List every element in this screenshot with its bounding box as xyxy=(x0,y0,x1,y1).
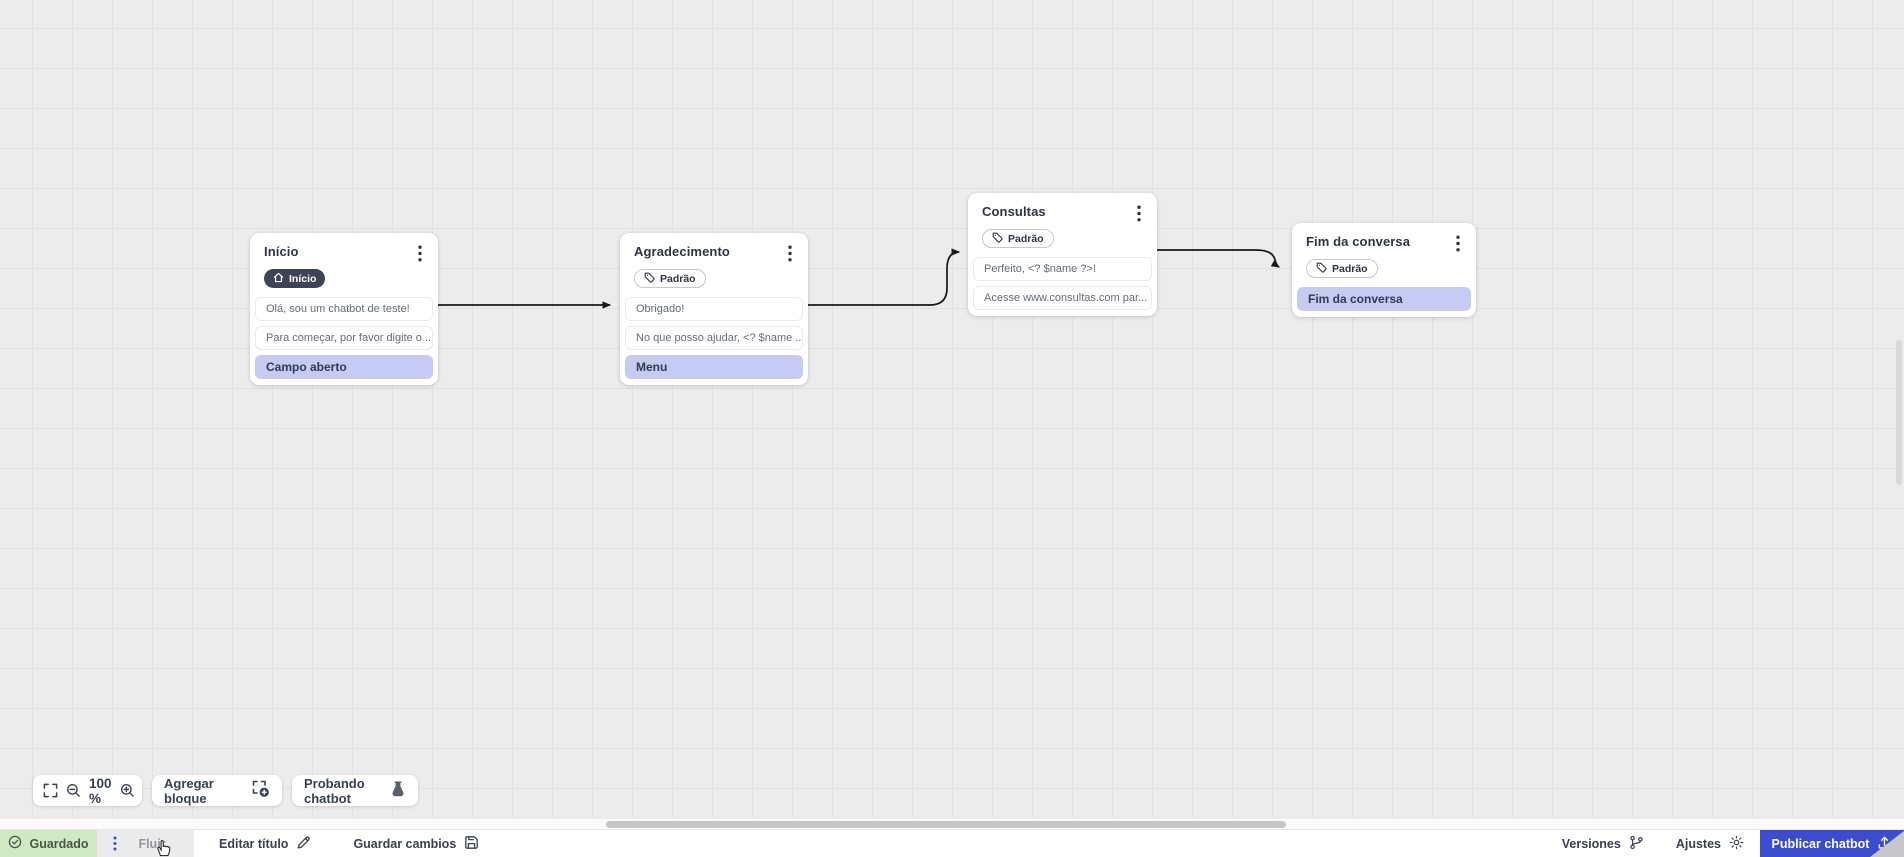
node-title: Consultas xyxy=(982,204,1046,219)
save-changes-button[interactable]: Guardar cambios xyxy=(341,830,491,857)
node-title: Início xyxy=(264,244,299,259)
node-menu-icon[interactable] xyxy=(415,244,425,263)
zoom-out-icon[interactable] xyxy=(66,783,81,798)
tag-icon xyxy=(644,272,655,286)
versions-button[interactable]: Versiones xyxy=(1546,830,1660,857)
node-message[interactable]: No que posso ajudar, <? $name ... xyxy=(625,326,803,350)
check-circle-icon xyxy=(8,835,22,852)
flow-name-label: Fluir xyxy=(138,836,166,851)
node-message[interactable]: Olá, sou um chatbot de teste! xyxy=(255,297,433,321)
horizontal-scrollbar-thumb[interactable] xyxy=(606,821,1286,828)
flow-node-fim[interactable]: Fim da conversa Padrão Fim da conversa xyxy=(1292,223,1476,317)
node-message[interactable]: Perfeito, <? $name ?>! xyxy=(973,257,1152,281)
type-badge: Padrão xyxy=(634,269,706,288)
node-message[interactable]: Obrigado! xyxy=(625,297,803,321)
test-chatbot-button[interactable]: Probando chatbot xyxy=(292,775,418,806)
flow-tab[interactable]: Fluir xyxy=(97,830,194,857)
node-header: Agradecimento xyxy=(625,244,803,263)
status-bar: Guardado Fluir Editar título Guardar cam… xyxy=(0,829,1904,857)
saved-status: Guardado xyxy=(0,830,97,857)
node-action-open-field[interactable]: Campo aberto xyxy=(255,355,433,379)
zoom-in-icon[interactable] xyxy=(120,783,135,798)
node-menu-icon[interactable] xyxy=(1134,204,1144,223)
node-menu-icon[interactable] xyxy=(785,244,795,263)
node-title: Fim da conversa xyxy=(1306,234,1411,249)
add-block-icon xyxy=(252,780,270,801)
gear-icon xyxy=(1729,835,1744,853)
save-icon xyxy=(464,835,479,853)
node-action-end[interactable]: Fim da conversa xyxy=(1297,287,1471,311)
canvas-zoom-controls: 100 % xyxy=(33,775,142,806)
flow-menu-icon[interactable] xyxy=(110,835,120,852)
tag-icon xyxy=(992,232,1003,246)
type-badge: Padrão xyxy=(982,229,1054,248)
node-action-menu[interactable]: Menu xyxy=(625,355,803,379)
zoom-level-value: 100 % xyxy=(89,775,112,806)
flow-node-consultas[interactable]: Consultas Padrão Perfeito, <? $name ?>! … xyxy=(968,193,1157,316)
start-badge: Início xyxy=(264,269,326,288)
flow-node-agradecimento[interactable]: Agradecimento Padrão Obrigado! No que po… xyxy=(620,233,808,385)
saved-label: Guardado xyxy=(29,836,89,851)
node-message[interactable]: Acesse www.consultas.com par... xyxy=(973,286,1152,310)
type-badge: Padrão xyxy=(1306,259,1378,278)
tag-icon xyxy=(1316,262,1327,276)
add-block-button[interactable]: Agregar bloque xyxy=(152,775,282,806)
fit-screen-icon[interactable] xyxy=(43,783,58,798)
node-message[interactable]: Para começar, por favor digite o ... xyxy=(255,326,433,350)
node-header: Consultas xyxy=(973,204,1152,223)
flask-icon xyxy=(390,781,406,800)
branch-icon xyxy=(1629,835,1644,853)
node-title: Agradecimento xyxy=(634,244,730,259)
horizontal-scrollbar-track[interactable] xyxy=(0,818,1904,829)
node-menu-icon[interactable] xyxy=(1453,234,1463,253)
home-icon xyxy=(273,272,284,286)
node-header: Fim da conversa xyxy=(1297,234,1471,253)
window-corner xyxy=(1870,831,1904,857)
pencil-icon xyxy=(296,835,311,853)
settings-button[interactable]: Ajustes xyxy=(1660,830,1760,857)
vertical-scrollbar-thumb[interactable] xyxy=(1896,340,1902,485)
edit-title-button[interactable]: Editar título xyxy=(207,830,323,857)
node-header: Início xyxy=(255,244,433,263)
flow-node-inicio[interactable]: Início Início Olá, sou um chatbot de tes… xyxy=(250,233,438,385)
